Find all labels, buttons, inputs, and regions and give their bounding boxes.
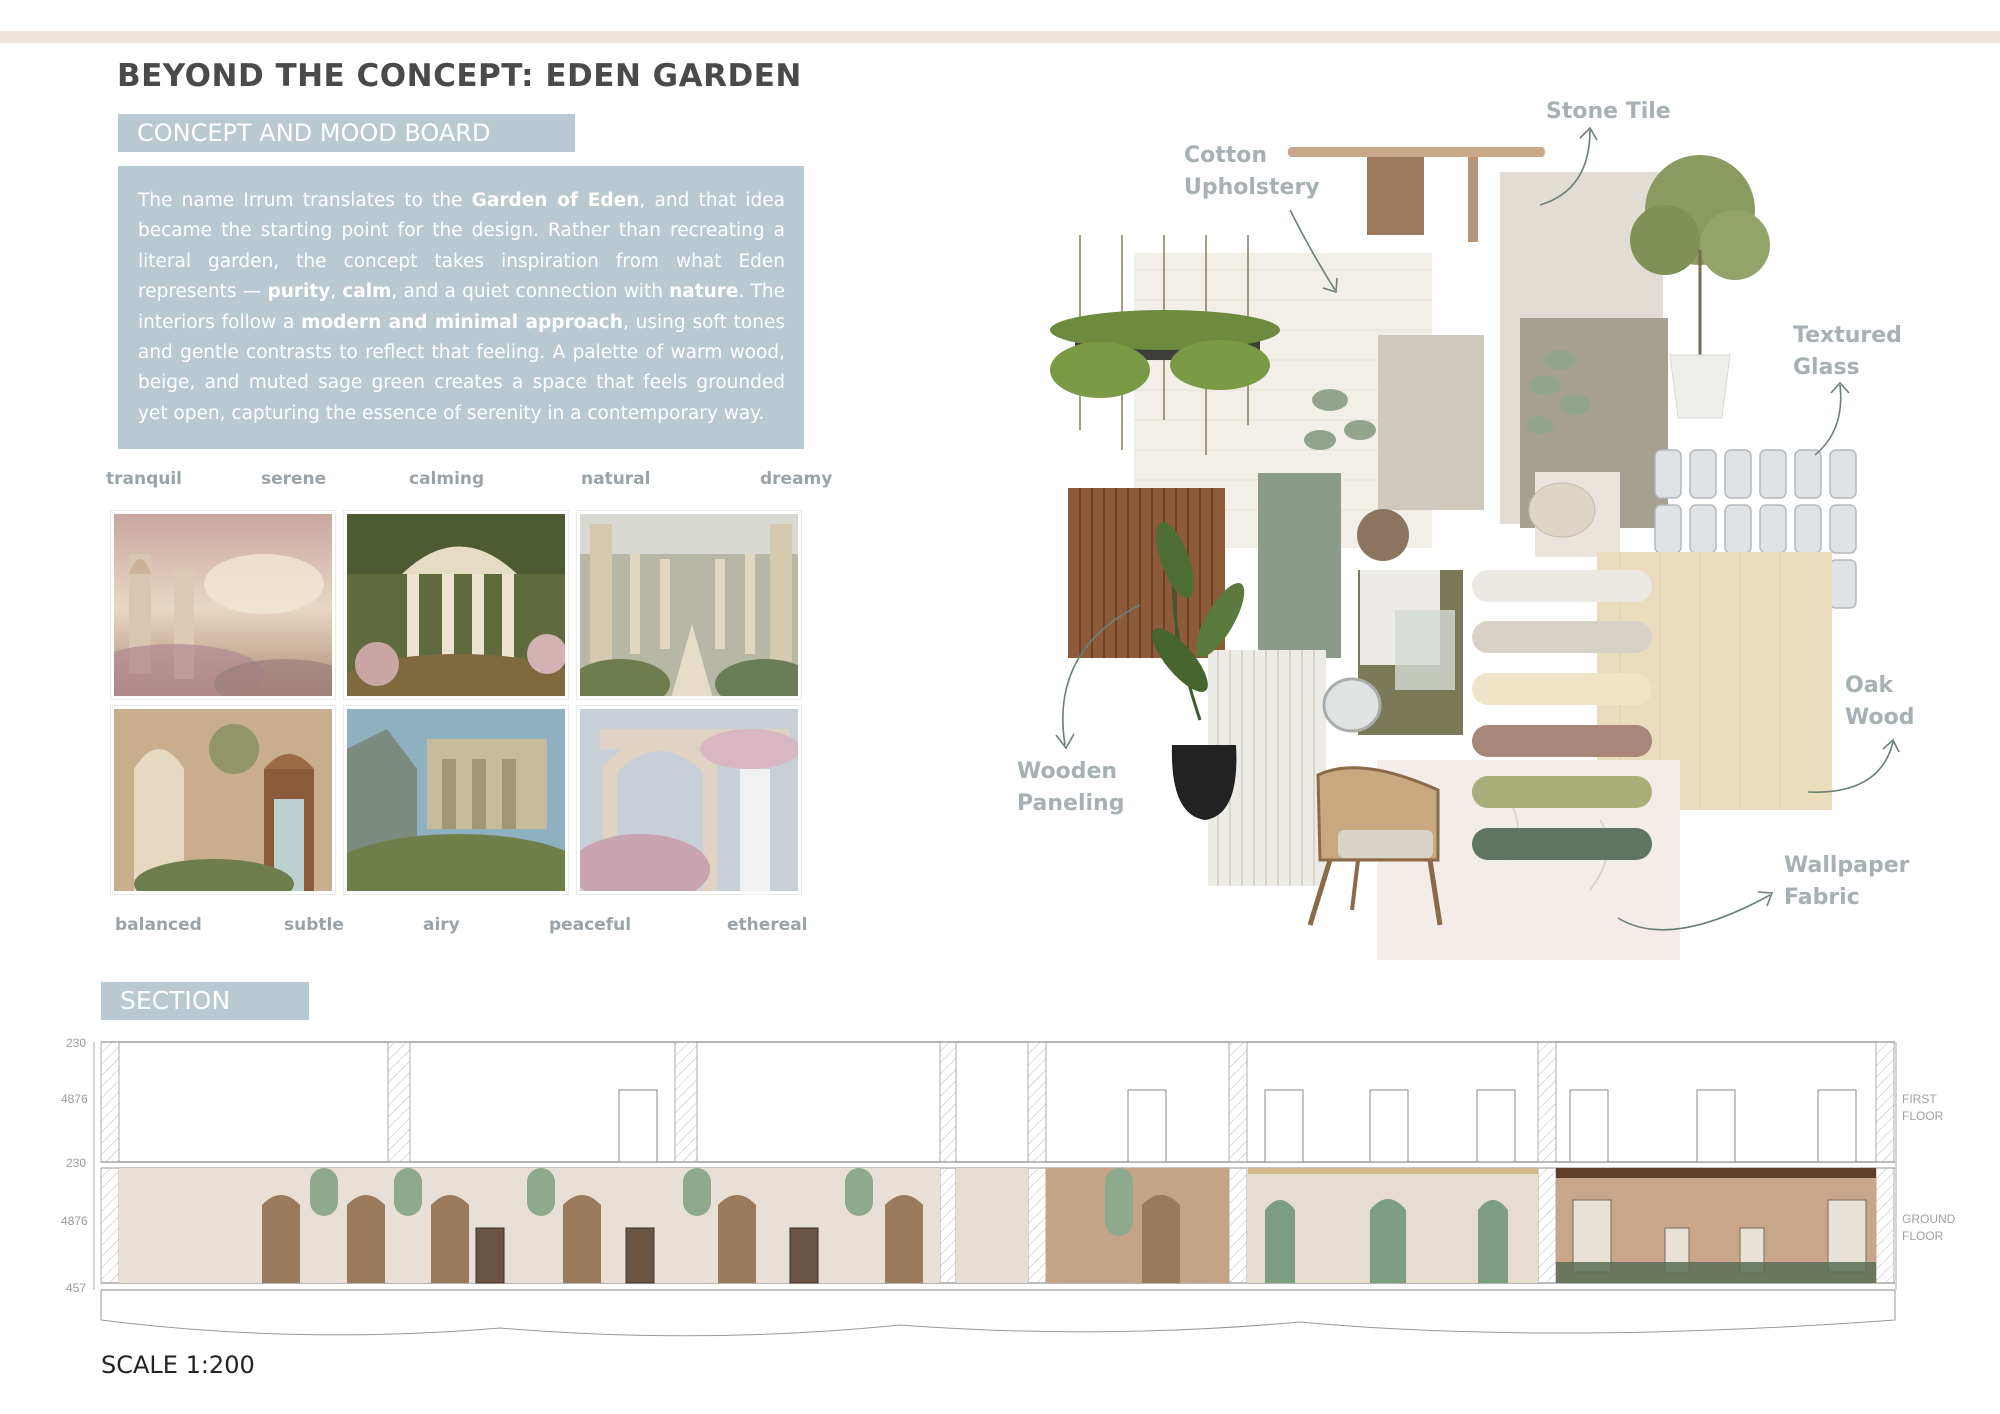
palette-swatch	[1472, 725, 1652, 757]
mood-word: dreamy	[760, 469, 833, 489]
material-board	[1050, 126, 1900, 960]
desc-bold: calm	[342, 281, 392, 303]
table-top	[1288, 147, 1545, 157]
dim-label: 230	[66, 1036, 87, 1050]
palette-swatch	[1472, 673, 1652, 705]
desc-text: The name Irrum translates to the	[138, 190, 472, 211]
label-line: Upholstery	[1184, 175, 1320, 200]
label-line: Textured	[1793, 323, 1902, 348]
desc-bold: nature	[669, 281, 739, 303]
mood-image-arched-doorway	[111, 706, 335, 894]
dim-label: 457	[66, 1281, 87, 1295]
label-line: Oak	[1845, 673, 1894, 698]
floor-label-line: FLOOR	[1902, 1109, 1944, 1123]
section-drawing	[93, 1041, 1897, 1337]
mood-image-waterfall-arches	[577, 706, 801, 894]
palette-swatch	[1472, 776, 1652, 808]
label-stone-tile: Stone Tile	[1546, 99, 1671, 124]
ground-floor-label: GROUND FLOOR	[1902, 1211, 1955, 1245]
scale-label: SCALE 1:200	[101, 1351, 255, 1379]
section-tag: SECTION	[101, 982, 309, 1020]
label-line: Cotton	[1184, 143, 1268, 168]
label-line: Glass	[1793, 355, 1860, 380]
palette-swatch	[1472, 828, 1652, 860]
label-line: Wooden	[1017, 759, 1118, 784]
desc-bold: Garden of Eden	[471, 190, 640, 211]
desc-text: , and that idea became the starting poin…	[138, 190, 785, 303]
floor-label-line: FLOOR	[1902, 1229, 1944, 1243]
floor-label-line: FIRST	[1902, 1092, 1937, 1106]
label-line: Wallpaper	[1784, 853, 1910, 878]
floor-label-line: GROUND	[1902, 1212, 1956, 1226]
mood-word: peaceful	[549, 915, 632, 935]
desc-text: , and a quiet connection with	[391, 281, 670, 303]
mood-word: balanced	[115, 915, 202, 935]
concept-tag: CONCEPT AND MOOD BOARD	[118, 114, 575, 152]
dim-label: 4876	[61, 1092, 88, 1106]
table-leg	[1367, 157, 1424, 235]
green-marble-swatch	[1258, 473, 1341, 658]
top-accent-bar	[0, 31, 2000, 43]
first-floor-label: FIRST FLOOR	[1902, 1091, 1943, 1125]
page-title: BEYOND THE CONCEPT: EDEN GARDEN	[117, 58, 802, 94]
mood-image-cloud-arches	[111, 511, 335, 699]
label-line: Paneling	[1017, 791, 1125, 816]
desc-bold: modern and minimal approach	[301, 311, 623, 333]
desc-text: ,	[330, 281, 343, 303]
callout-arrows	[1055, 126, 1900, 931]
wooden-paneling-swatch	[1068, 488, 1225, 658]
desc-text: , using soft tones and gentle contrasts …	[138, 311, 785, 424]
label-line: Fabric	[1784, 885, 1860, 910]
palette-swatch	[1472, 621, 1652, 653]
mood-word: serene	[261, 469, 327, 489]
mood-image-cliff-ruins	[344, 706, 568, 894]
concept-description: The name Irrum translates to the Garden …	[118, 166, 804, 449]
mood-image-colonnade	[577, 511, 801, 699]
dim-label: 230	[66, 1156, 87, 1170]
mood-word: calming	[409, 469, 485, 489]
label-line: Wood	[1845, 705, 1915, 730]
desc-text: . The interiors follow a	[138, 281, 785, 333]
mood-word: ethereal	[727, 915, 808, 935]
desc-bold: purity	[267, 281, 331, 303]
mood-word: airy	[423, 915, 460, 935]
first-floor-windows	[618, 1089, 1857, 1163]
mood-word: tranquil	[106, 469, 183, 489]
palette-swatch	[1472, 570, 1652, 602]
travertine-swatch	[1378, 335, 1484, 510]
mood-image-rotunda	[344, 511, 568, 699]
mood-word: subtle	[284, 915, 344, 935]
dim-label: 4876	[61, 1214, 88, 1228]
mood-word: natural	[581, 469, 651, 489]
